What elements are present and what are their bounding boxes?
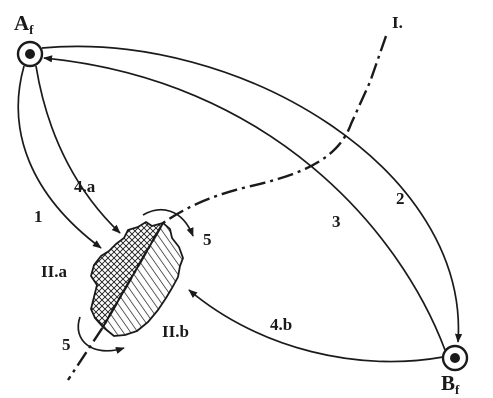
path-4b-arrow [188, 289, 444, 363]
path-1-label: 1 [34, 207, 43, 226]
path-4b-label: 4.b [270, 315, 292, 334]
rotation-5-top-label: 5 [203, 230, 212, 249]
path-2-label: 2 [396, 189, 405, 208]
region-right-label: II.b [162, 322, 189, 341]
region-left-label: II.a [41, 262, 67, 281]
rotation-5-bottom-label: 5 [62, 335, 71, 354]
rotation-5-bottom-arrow [77, 316, 125, 354]
path-3-arrow [43, 55, 446, 351]
node-b: Bf [441, 344, 469, 397]
fault-label: I. [392, 13, 403, 32]
node-b-center-dot [450, 353, 460, 363]
fault-line [66, 35, 388, 381]
rotation-5-top-arrow [142, 208, 194, 237]
node-b-label: Bf [441, 371, 460, 397]
node-a: Af [14, 11, 44, 68]
path-1-arrow [17, 65, 102, 249]
node-a-center-dot [25, 49, 35, 59]
region-left-shape [90, 221, 164, 328]
path-3-label: 3 [332, 212, 341, 231]
node-a-label: Af [14, 11, 34, 37]
path-4a-arrow [35, 65, 121, 234]
path-2-arrow [41, 45, 463, 343]
path-4a-label: 4.a [74, 177, 96, 196]
region-right-shape [102, 222, 184, 337]
